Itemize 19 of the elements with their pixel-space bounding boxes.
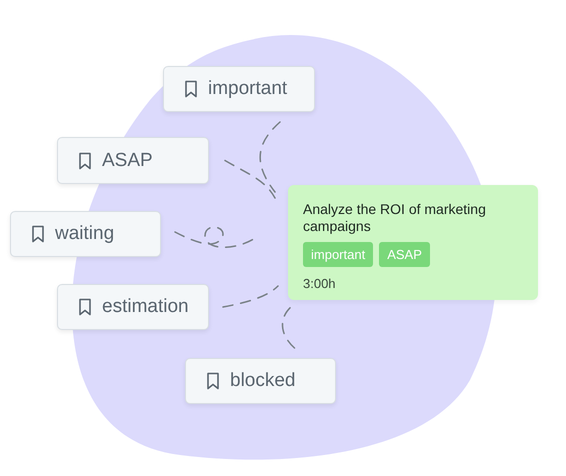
- tag-label: blocked: [230, 370, 296, 392]
- dashed-connector: [224, 160, 276, 199]
- tag-chip: [57, 137, 209, 184]
- tag-chip: [57, 284, 209, 330]
- tag-chip: [163, 66, 315, 112]
- dashed-connector: [259, 121, 281, 193]
- tag-label: ASAP: [102, 150, 153, 172]
- dashed-connector: [282, 305, 296, 349]
- tag-chip: [185, 358, 336, 404]
- duration-text: 3:00h: [303, 276, 337, 291]
- tag-label: estimation: [102, 296, 189, 318]
- task-card: [288, 185, 538, 300]
- tag-label: important: [208, 78, 288, 100]
- dashed-connector: [222, 285, 279, 308]
- tag-badge: important: [303, 242, 374, 267]
- tag-label: waiting: [55, 223, 114, 245]
- tag-badge: ASAP: [379, 242, 430, 267]
- tag-chip: [10, 211, 161, 257]
- task-title: Analyze the ROI of marketing campaigns: [303, 201, 487, 235]
